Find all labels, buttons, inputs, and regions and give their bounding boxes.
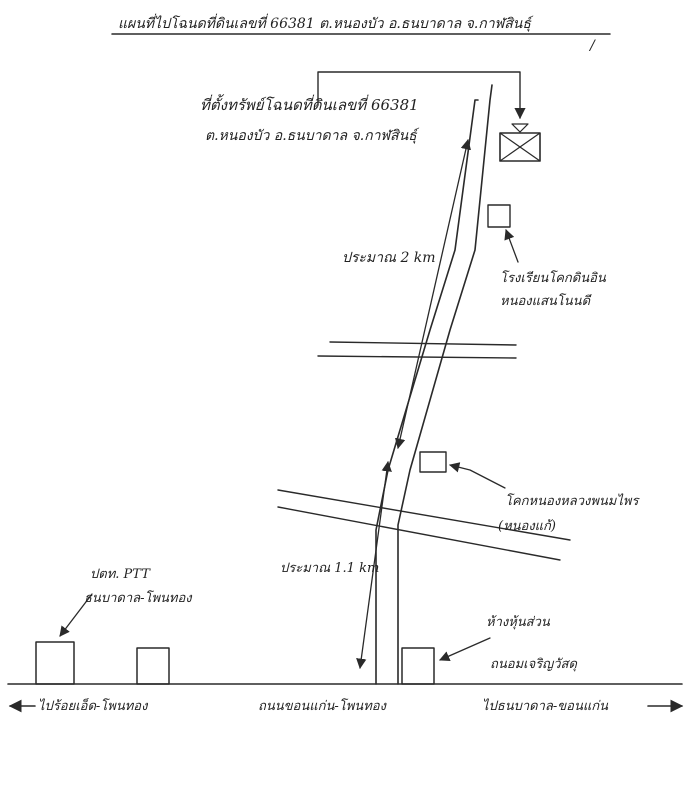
shop-marker xyxy=(401,647,435,685)
site-label-line1: ที่ตั้งทรัพย์โฉนดที่ดินเลขที่ 66381 xyxy=(200,94,419,114)
shop-label-line2: ถนอมเจริญวัสดุ xyxy=(490,657,577,672)
cross-road-1b xyxy=(317,355,517,359)
site-marker-cross-2 xyxy=(499,132,541,162)
school-label-line2: หนองแสนโนนดี xyxy=(500,293,592,309)
distance-upper-arrow xyxy=(395,138,471,450)
distance-lower-arrow xyxy=(356,460,392,670)
road-label-mid: ถนนขอนแก่น-โพนทอง xyxy=(258,698,388,714)
school-label-line1: โรงเรียนโคกดินอิน xyxy=(500,270,607,286)
road-label-left: ไปร้อยเอ็ด-โพนทอง xyxy=(38,697,149,714)
page-mark: / xyxy=(588,38,596,54)
road-label-right: ไปธนบาดาล-ขอนแก่น xyxy=(482,698,609,714)
shop-pointer xyxy=(439,637,491,661)
map-title: แผนที่ไปโฉนดที่ดินเลขที่ 66381 ต.หนองบัว… xyxy=(118,13,534,32)
landmark-b-label-line2: (หนองแก้) xyxy=(498,519,556,534)
landmark-b-pointer xyxy=(448,462,506,489)
site-flag-icon xyxy=(511,123,529,133)
shop-label-line1: ห้างหุ้นส่วน xyxy=(486,615,551,630)
ptt-pointer xyxy=(59,593,93,637)
landmark-b-label-line1: โคกหนองหลวงพนมไพร xyxy=(505,493,640,509)
cross-road-1a xyxy=(329,341,517,346)
building-marker xyxy=(136,647,170,685)
site-marker xyxy=(499,132,541,162)
school-pointer xyxy=(504,229,519,263)
site-label-line2: ต.หนองบัว อ.ธนบาดาล จ.กาฬสินธุ์ xyxy=(205,127,420,144)
cross-road-2b xyxy=(277,506,561,561)
ptt-marker xyxy=(35,641,75,685)
landmark-b-marker xyxy=(419,451,447,473)
school-marker xyxy=(487,204,511,228)
cross-road-2a xyxy=(277,489,571,541)
ptt-label-line2: ธนบาดาล-โพนทอง xyxy=(84,590,193,606)
distance-upper-label: ประมาณ 2 km xyxy=(342,250,436,266)
distance-lower-label: ประมาณ 1.1 km xyxy=(280,561,379,576)
site-connector xyxy=(317,71,526,120)
side-road-left-edge xyxy=(375,99,479,685)
ptt-label-line1: ปตท. PTT xyxy=(90,567,151,582)
